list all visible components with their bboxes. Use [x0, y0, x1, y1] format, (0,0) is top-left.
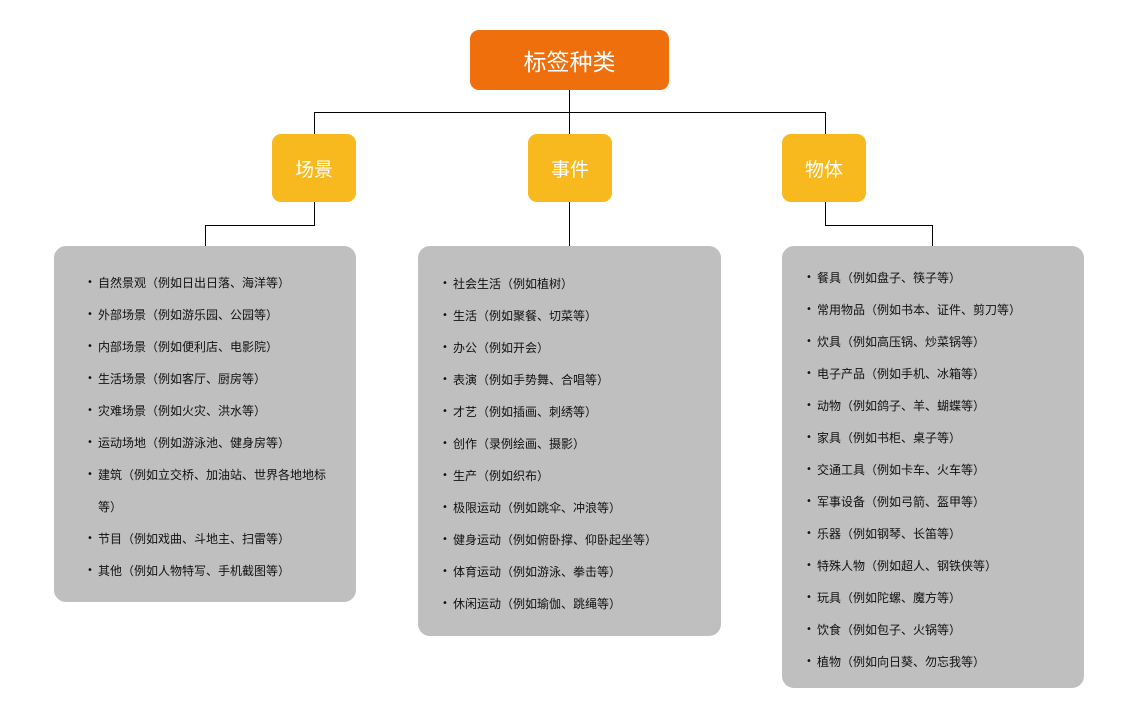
- list-item: 电子产品（例如手机、冰箱等）: [806, 358, 1074, 390]
- list-item: 常用物品（例如书本、证件、剪刀等）: [806, 294, 1074, 326]
- list-item: 生产（例如织布）: [442, 460, 711, 492]
- list-item: 节目（例如戏曲、斗地主、扫雷等）: [87, 523, 336, 555]
- list-item: 外部场景（例如游乐园、公园等）: [87, 299, 336, 331]
- list-item: 自然景观（例如日出日落、海洋等）: [87, 267, 336, 299]
- list-item: 才艺（例如插画、刺绣等）: [442, 396, 711, 428]
- object-list-box: 餐具（例如盘子、筷子等） 常用物品（例如书本、证件、剪刀等） 炊具（例如高压锅、…: [782, 246, 1084, 688]
- connector-scene-list: [205, 202, 315, 246]
- category-event: 事件: [528, 134, 612, 202]
- category-object: 物体: [782, 134, 866, 202]
- list-item: 餐具（例如盘子、筷子等）: [806, 262, 1074, 294]
- list-item: 办公（例如开会）: [442, 332, 711, 364]
- list-item: 体育运动（例如游泳、拳击等）: [442, 556, 711, 588]
- root-node: 标签种类: [470, 30, 669, 90]
- list-item: 家具（例如书柜、桌子等）: [806, 422, 1074, 454]
- list-item: 植物（例如向日葵、勿忘我等）: [806, 646, 1074, 678]
- list-item: 运动场地（例如游泳池、健身房等）: [87, 427, 336, 459]
- list-item: 灾难场景（例如火灾、洪水等）: [87, 395, 336, 427]
- list-item: 乐器（例如钢琴、长笛等）: [806, 518, 1074, 550]
- list-item: 健身运动（例如俯卧撑、仰卧起坐等）: [442, 524, 711, 556]
- list-item: 创作（录例绘画、摄影）: [442, 428, 711, 460]
- list-item: 社会生活（例如植树）: [442, 268, 711, 300]
- list-item: 表演（例如手势舞、合唱等）: [442, 364, 711, 396]
- scene-list-box: 自然景观（例如日出日落、海洋等） 外部场景（例如游乐园、公园等） 内部场景（例如…: [54, 246, 356, 602]
- connector-root-branch: [314, 112, 826, 134]
- list-item: 休闲运动（例如瑜伽、跳绳等）: [442, 588, 711, 620]
- category-scene: 场景: [272, 134, 356, 202]
- list-item: 饮食（例如包子、火锅等）: [806, 614, 1074, 646]
- list-item: 极限运动（例如跳伞、冲浪等）: [442, 492, 711, 524]
- connector-object-list: [825, 202, 933, 246]
- list-item: 炊具（例如高压锅、炒菜锅等）: [806, 326, 1074, 358]
- list-item: 玩具（例如陀螺、魔方等）: [806, 582, 1074, 614]
- list-item: 军事设备（例如弓箭、盔甲等）: [806, 486, 1074, 518]
- list-item: 内部场景（例如便利店、电影院）: [87, 331, 336, 363]
- list-item: 动物（例如鸽子、羊、蝴蝶等）: [806, 390, 1074, 422]
- list-item: 生活场景（例如客厅、厨房等）: [87, 363, 336, 395]
- list-item: 建筑（例如立交桥、加油站、世界各地地标等）: [87, 459, 336, 523]
- list-item: 交通工具（例如卡车、火车等）: [806, 454, 1074, 486]
- list-item: 生活（例如聚餐、切菜等）: [442, 300, 711, 332]
- event-list-box: 社会生活（例如植树） 生活（例如聚餐、切菜等） 办公（例如开会） 表演（例如手势…: [418, 246, 721, 636]
- list-item: 特殊人物（例如超人、钢铁侠等）: [806, 550, 1074, 582]
- list-item: 其他（例如人物特写、手机截图等）: [87, 555, 336, 587]
